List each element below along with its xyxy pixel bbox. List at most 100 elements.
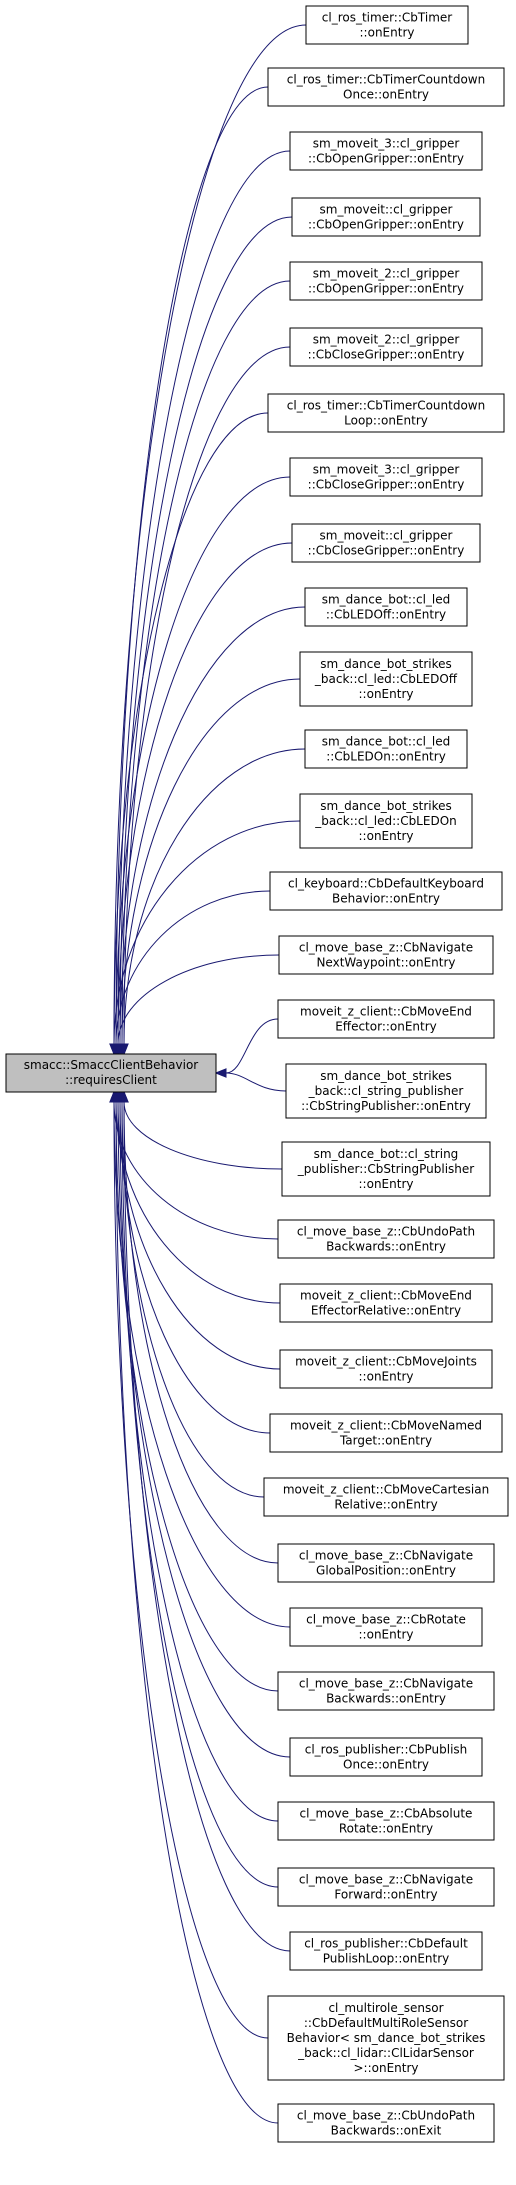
- caller-node[interactable]: cl_move_base_z::CbNavigateNextWaypoint::…: [278, 935, 494, 975]
- caller-node[interactable]: sm_moveit_2::cl_gripper::CbOpenGripper::…: [289, 261, 483, 301]
- call-edge: [115, 890, 271, 1045]
- caller-node-label-line: Loop::onEntry: [344, 414, 428, 428]
- call-edge: [113, 24, 307, 1045]
- caller-node[interactable]: sm_moveit::cl_gripper::CbCloseGripper::o…: [291, 523, 481, 563]
- caller-node[interactable]: cl_ros_publisher::CbDefaultPublishLoop::…: [289, 1931, 483, 1971]
- caller-node-label-line: cl_move_base_z::CbNavigate: [299, 941, 473, 955]
- caller-node-label-line: ::CbDefaultMultiRoleSensor: [304, 2016, 468, 2030]
- root-node-label-line-1: smacc::SmaccClientBehavior: [24, 1058, 199, 1072]
- caller-node[interactable]: cl_multirole_sensor::CbDefaultMultiRoleS…: [267, 1995, 505, 2081]
- caller-node-label-line: GlobalPosition::onEntry: [316, 1564, 456, 1578]
- caller-node-label-line: cl_ros_timer::CbTimerCountdown: [287, 399, 485, 413]
- caller-node[interactable]: cl_ros_timer::CbTimerCountdownOnce::onEn…: [267, 67, 505, 107]
- call-edge: [113, 1101, 269, 2039]
- caller-node-label-line: sm_dance_bot::cl_led: [322, 593, 451, 607]
- caller-node[interactable]: cl_move_base_z::CbAbsoluteRotate::onEntr…: [277, 1801, 495, 1841]
- caller-node[interactable]: moveit_z_client::CbMoveJoints::onEntry: [279, 1349, 493, 1389]
- caller-node[interactable]: sm_dance_bot_strikes_back::cl_led::CbLED…: [299, 793, 473, 849]
- caller-node-label-line: ::CbOpenGripper::onEntry: [308, 152, 464, 166]
- root-node[interactable]: smacc::SmaccClientBehavior ::requiresCli…: [5, 1053, 217, 1093]
- caller-node-label-line: cl_move_base_z::CbUndoPath: [297, 2109, 475, 2123]
- caller-node[interactable]: cl_move_base_z::CbNavigateGlobalPosition…: [277, 1543, 495, 1583]
- caller-node-label-line: cl_ros_timer::CbTimerCountdown: [287, 73, 485, 87]
- caller-node-label-line: cl_move_base_z::CbNavigate: [299, 1677, 473, 1691]
- caller-node[interactable]: cl_ros_timer::CbTimerCountdownLoop::onEn…: [267, 393, 505, 433]
- caller-node-label-line: sm_moveit_3::cl_gripper: [313, 137, 460, 151]
- caller-node[interactable]: cl_move_base_z::CbUndoPathBackwards::onE…: [277, 2103, 495, 2143]
- caller-node-label-line: _back::cl_led::CbLEDOff: [314, 672, 458, 686]
- call-edge: [123, 1101, 291, 1952]
- caller-node-label-line: Backwards::onExit: [331, 2124, 442, 2138]
- caller-node-label-line: Behavior< sm_dance_bot_strikes: [287, 2031, 486, 2045]
- caller-node-label-line: cl_ros_publisher::CbPublish: [305, 1743, 468, 1757]
- caller-node[interactable]: sm_dance_bot_strikes_back::cl_led::CbLED…: [299, 651, 473, 707]
- caller-node-label-line: moveit_z_client::CbMoveEnd: [300, 1005, 472, 1019]
- caller-node-label-line: moveit_z_client::CbMoveJoints: [295, 1355, 477, 1369]
- caller-node-label-line: sm_dance_bot_strikes: [320, 799, 452, 813]
- caller-node[interactable]: moveit_z_client::CbMoveCartesianRelative…: [263, 1477, 509, 1517]
- call-edge: [119, 1101, 271, 1434]
- caller-node[interactable]: cl_move_base_z::CbUndoPathBackwards::onE…: [277, 1219, 495, 1259]
- caller-node-label-line: sm_dance_bot_strikes: [320, 1069, 452, 1083]
- caller-node[interactable]: sm_dance_bot::cl_led::CbLEDOn::onEntry: [304, 729, 468, 769]
- caller-node[interactable]: cl_move_base_z::CbRotate::onEntry: [289, 1607, 483, 1647]
- caller-node-label-line: cl_move_base_z::CbNavigate: [299, 1873, 473, 1887]
- caller-node-label-line: ::CbStringPublisher::onEntry: [301, 1099, 471, 1113]
- caller-node-label-line: ::onEntry: [359, 1628, 414, 1642]
- call-edge: [123, 1101, 283, 1170]
- caller-nodes: cl_ros_timer::CbTimer::onEntrycl_ros_tim…: [263, 5, 509, 2143]
- caller-node-label-line: Behavior::onEntry: [332, 892, 440, 906]
- caller-node[interactable]: sm_moveit_2::cl_gripper::CbCloseGripper:…: [289, 327, 483, 367]
- arrowhead: [214, 1068, 227, 1078]
- root-node-label-line-2: ::requiresClient: [65, 1073, 157, 1087]
- caller-node-label-line: Relative::onEntry: [334, 1498, 437, 1512]
- caller-node-label-line: Backwards::onEntry: [326, 1240, 446, 1254]
- caller-node[interactable]: sm_dance_bot::cl_string_publisher::CbStr…: [281, 1141, 491, 1197]
- arrowhead: [119, 1043, 129, 1056]
- caller-node-label-line: Once::onEntry: [343, 88, 429, 102]
- caller-node[interactable]: cl_move_base_z::CbNavigateForward::onEnt…: [277, 1867, 495, 1907]
- caller-node-label-line: sm_dance_bot::cl_led: [322, 735, 451, 749]
- call-edge: [119, 1101, 279, 1822]
- caller-node-label-line: _back::cl_string_publisher: [308, 1084, 464, 1098]
- caller-node-label-line: Target::onEntry: [339, 1434, 432, 1448]
- call-edge: [119, 606, 306, 1045]
- caller-node-label-line: _back::cl_led::CbLEDOn: [314, 814, 457, 828]
- call-edge: [117, 542, 293, 1045]
- caller-node[interactable]: moveit_z_client::CbMoveEndEffectorRelati…: [279, 1283, 493, 1323]
- caller-node-label-line: cl_move_base_z::CbUndoPath: [297, 1225, 475, 1239]
- caller-node[interactable]: moveit_z_client::CbMoveNamedTarget::onEn…: [269, 1413, 503, 1453]
- caller-node-label-line: cl_move_base_z::CbNavigate: [299, 1549, 473, 1563]
- caller-node-label-line: cl_multirole_sensor: [328, 2001, 443, 2015]
- caller-node-label-line: _back::cl_lidar::ClLidarSensor: [297, 2046, 474, 2060]
- caller-node-label-line: _publisher::CbStringPublisher: [297, 1162, 475, 1176]
- caller-node-label-line: sm_moveit_3::cl_gripper: [313, 463, 460, 477]
- caller-node[interactable]: sm_moveit::cl_gripper::CbOpenGripper::on…: [291, 197, 481, 237]
- caller-node[interactable]: cl_ros_timer::CbTimer::onEntry: [305, 5, 469, 45]
- caller-node-label-line: ::CbLEDOff::onEntry: [326, 608, 446, 622]
- caller-node-label-line: cl_ros_publisher::CbDefault: [304, 1937, 468, 1951]
- caller-node-label-line: sm_moveit_2::cl_gripper: [313, 267, 460, 281]
- caller-node[interactable]: cl_keyboard::CbDefaultKeyboardBehavior::…: [269, 871, 503, 911]
- caller-node[interactable]: moveit_z_client::CbMoveEndEffector::onEn…: [277, 999, 495, 1039]
- caller-node-label-line: ::onEntry: [359, 829, 414, 843]
- call-edge: [225, 1018, 279, 1074]
- caller-node-label-line: sm_moveit::cl_gripper: [320, 529, 453, 543]
- call-edge: [115, 1101, 279, 2124]
- caller-node[interactable]: sm_moveit_3::cl_gripper::CbOpenGripper::…: [289, 131, 483, 171]
- call-edge: [123, 748, 306, 1045]
- caller-node-label-line: ::onEntry: [359, 687, 414, 701]
- caller-node[interactable]: sm_moveit_3::cl_gripper::CbCloseGripper:…: [289, 457, 483, 497]
- caller-node-label-line: moveit_z_client::CbMoveCartesian: [283, 1483, 489, 1497]
- caller-node-label-line: sm_dance_bot::cl_string: [314, 1147, 459, 1161]
- call-edge: [113, 820, 301, 1045]
- caller-node-label-line: ::CbOpenGripper::onEntry: [308, 218, 464, 232]
- caller-node-label-line: NextWaypoint::onEntry: [316, 956, 455, 970]
- caller-node[interactable]: cl_move_base_z::CbNavigateBackwards::onE…: [277, 1671, 495, 1711]
- call-edge: [117, 954, 280, 1045]
- caller-node[interactable]: sm_dance_bot_strikes_back::cl_string_pub…: [285, 1063, 487, 1119]
- caller-node-label-line: PublishLoop::onEntry: [323, 1952, 450, 1966]
- caller-node[interactable]: sm_dance_bot::cl_led::CbLEDOff::onEntry: [304, 587, 468, 627]
- call-edge: [121, 280, 291, 1045]
